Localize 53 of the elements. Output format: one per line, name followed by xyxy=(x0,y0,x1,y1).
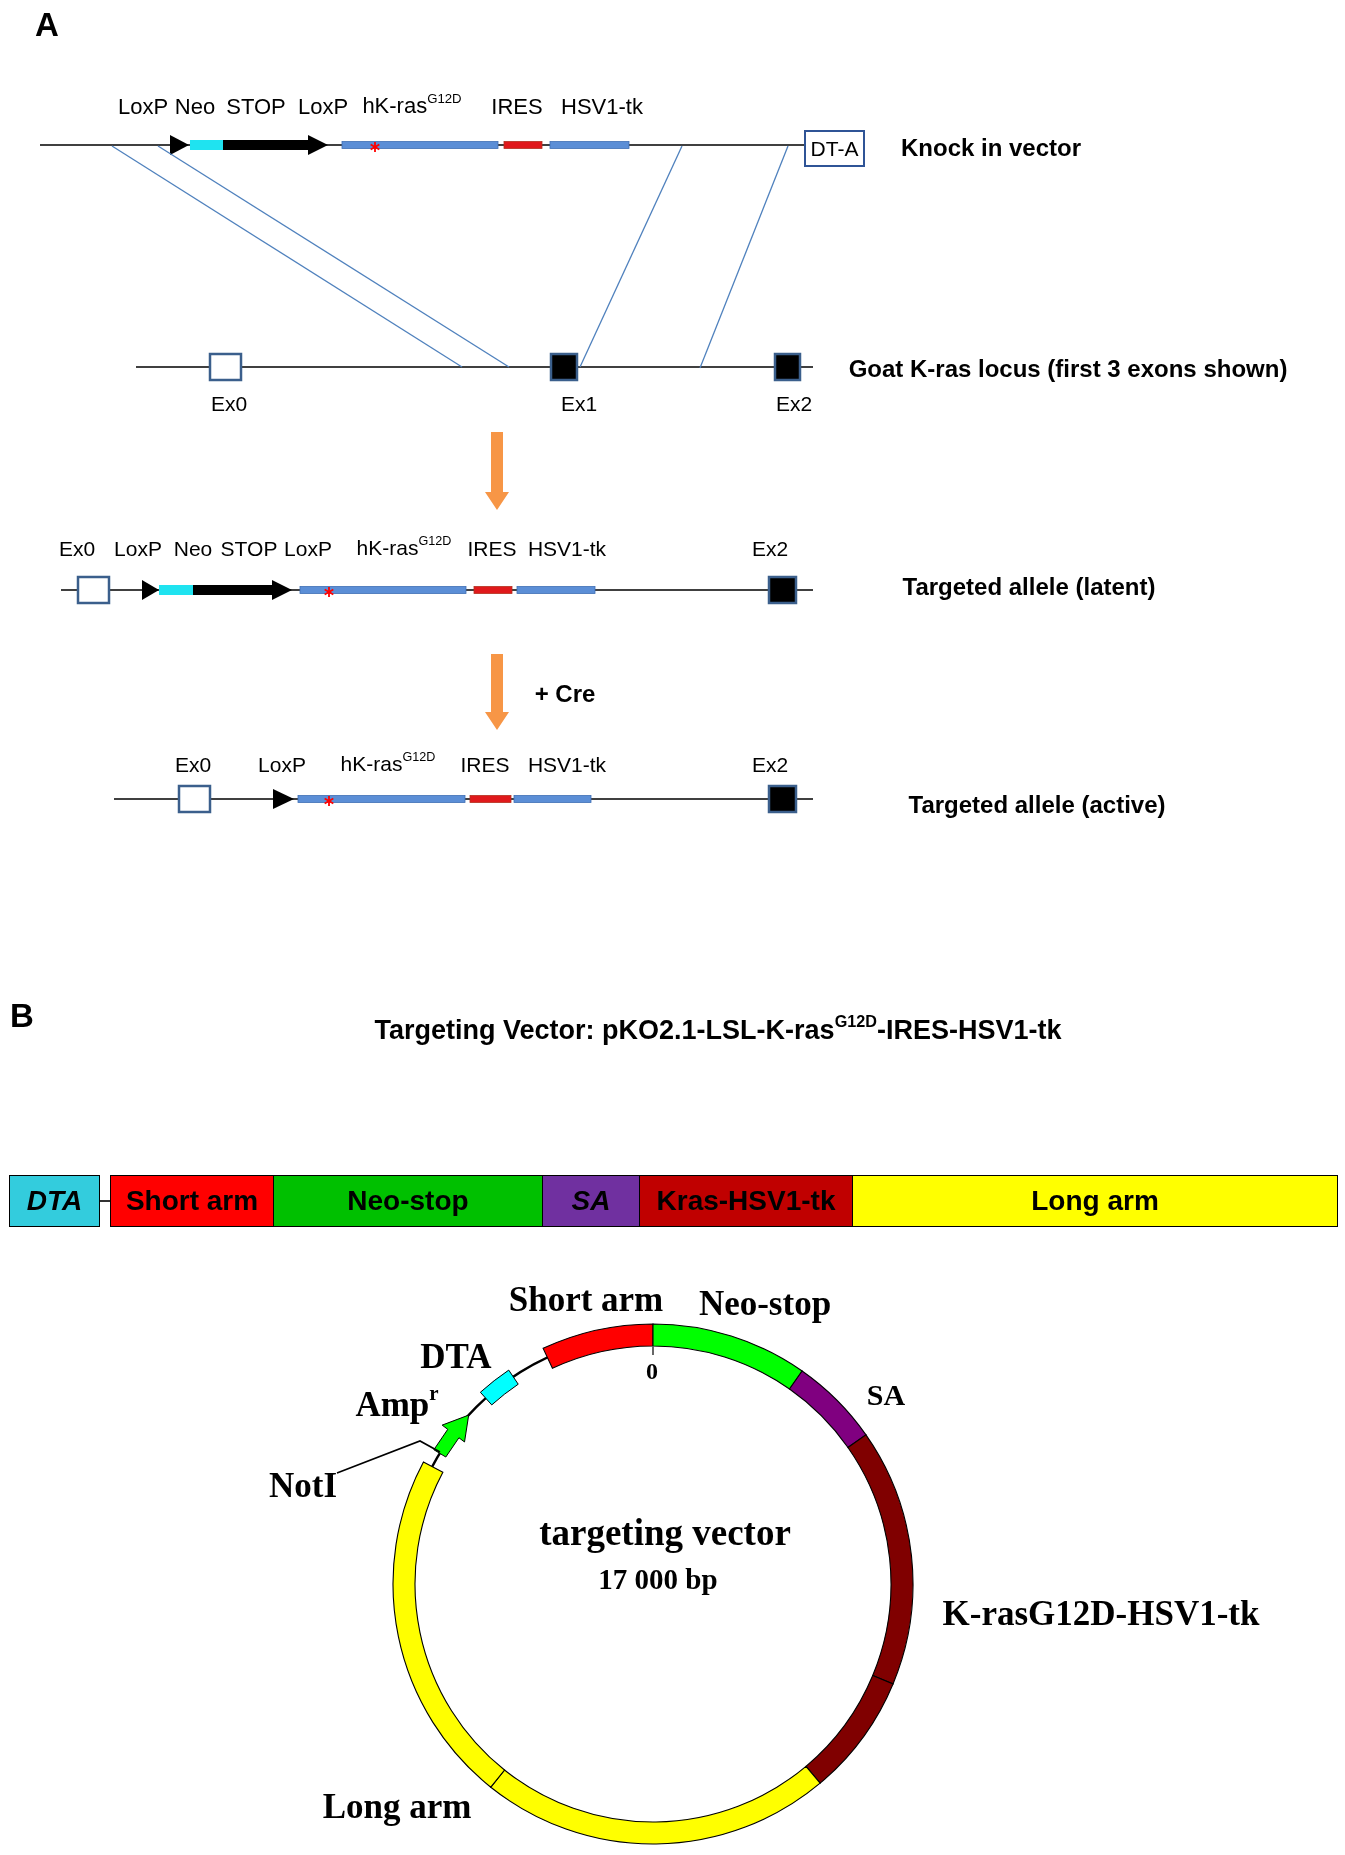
segment-label: SA xyxy=(866,1377,906,1413)
exon-label: Ex2 xyxy=(751,536,789,562)
element-label: LoxP xyxy=(114,536,162,562)
row-title: Targeted allele (latent) xyxy=(902,573,1156,601)
exon-label: Ex0 xyxy=(174,752,212,778)
exon-label: Ex0 xyxy=(58,536,96,562)
segment-label: Short arm xyxy=(508,1279,664,1321)
element-label: HSV1-tk xyxy=(527,536,607,562)
step-label: + Cre xyxy=(534,680,596,708)
vector-segment: Short arm xyxy=(110,1175,274,1227)
panel-letter: B xyxy=(10,997,34,1035)
element-label: HSV1-tk xyxy=(561,94,643,120)
element-label: IRES xyxy=(467,536,517,562)
exon-label: Ex0 xyxy=(210,391,248,417)
segment-label: K-rasG12D-HSV1-tk xyxy=(942,1593,1260,1635)
figure-title: Targeting Vector: pKO2.1-LSL-K-ras$^{G12D}$-IRES-HSV1-tk xyxy=(374,1015,1062,1047)
leader-line xyxy=(336,1440,441,1474)
site-label: NotI xyxy=(268,1465,338,1507)
panel-letter: A xyxy=(35,6,59,44)
element-label: LoxP xyxy=(117,94,169,120)
exon-label: Ex2 xyxy=(751,752,789,778)
segment-label: Amp$^{r}$ xyxy=(355,1384,439,1426)
connector-line xyxy=(99,1200,111,1202)
vector-segment: DTA xyxy=(9,1175,100,1227)
exon-label: Ex2 xyxy=(775,391,813,417)
vector-segment: Kras-HSV1-tk xyxy=(639,1175,853,1227)
element-label: hK-ras$^{G12D}$ xyxy=(340,751,436,777)
position-label: 0 xyxy=(646,1358,658,1386)
element-label: hK-ras$^{G12D}$ xyxy=(362,93,462,119)
element-label: LoxP xyxy=(297,94,349,120)
vector-segment: Neo-stop xyxy=(273,1175,543,1227)
element-label: HSV1-tk xyxy=(527,752,607,778)
element-label: LoxP xyxy=(258,752,306,778)
segment-label: Long arm xyxy=(322,1786,472,1828)
row-title: Targeted allele (active) xyxy=(908,791,1166,819)
row-title: Knock in vector xyxy=(901,134,1081,162)
element-label: IRES xyxy=(460,752,510,778)
plasmid-size: 17 000 bp xyxy=(598,1563,718,1597)
element-label: hK-ras$^{G12D}$ xyxy=(356,535,452,561)
element-label: STOP xyxy=(226,94,286,120)
vector-segment: SA xyxy=(542,1175,640,1227)
segment-label: DTA xyxy=(420,1336,492,1378)
row-title: Goat K-ras locus (first 3 exons shown) xyxy=(848,355,1288,383)
plasmid-name: targeting vector xyxy=(539,1511,791,1555)
segment-label: Neo-stop xyxy=(698,1283,832,1325)
element-label: Neo xyxy=(174,94,216,120)
element-label: IRES xyxy=(491,94,543,120)
vector-segment: Long arm xyxy=(852,1175,1338,1227)
element-label: Neo xyxy=(173,536,213,562)
element-label: STOP xyxy=(220,536,278,562)
exon-label: Ex1 xyxy=(560,391,598,417)
element-label: LoxP xyxy=(284,536,332,562)
gene-box: DT-A xyxy=(804,130,865,167)
